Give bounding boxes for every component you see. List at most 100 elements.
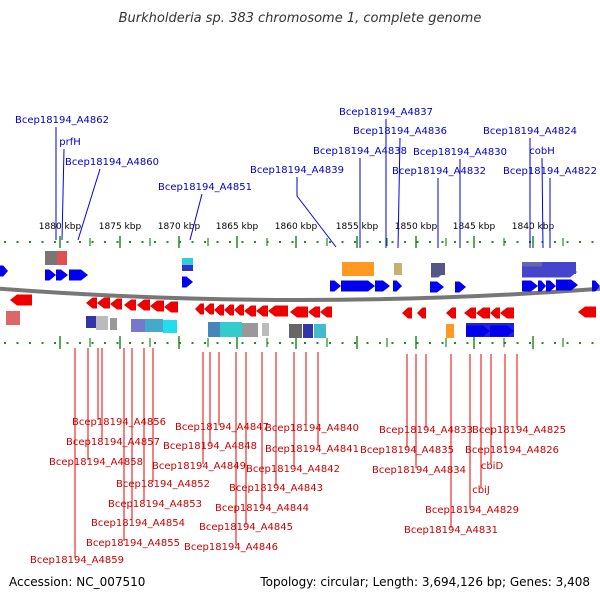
feature-block — [6, 311, 20, 325]
reverse-gene-arrow — [308, 306, 320, 318]
scale-dot — [4, 342, 6, 344]
scale-dot — [179, 241, 181, 243]
forward-gene-arrow — [45, 269, 56, 281]
feature-block — [145, 319, 163, 332]
scale-dot — [129, 241, 131, 243]
topology-text: Topology: circular; Length: 3,694,126 bp… — [259, 575, 590, 589]
feature-block — [96, 316, 108, 330]
scale-dot — [154, 241, 156, 243]
feature-block — [289, 324, 302, 338]
scale-dot — [204, 342, 206, 344]
scale-dot — [179, 342, 181, 344]
scale-dot — [79, 241, 81, 243]
scale-dot — [329, 241, 331, 243]
forward-gene-arrow — [522, 280, 538, 292]
scale-dot — [529, 342, 531, 344]
scale-dot — [341, 342, 344, 344]
gene-label: Bcep18194_A4832 — [392, 166, 486, 177]
accession-text: Accession: NC_007510 — [9, 575, 145, 589]
scale-dot — [291, 241, 294, 243]
gene-label: Bcep18194_A4835 — [360, 445, 454, 456]
tick-label: 1840 kbp — [512, 222, 555, 232]
gene-label: Bcep18194_A4834 — [372, 465, 466, 476]
scale-dot — [316, 342, 319, 344]
gene-label: Bcep18194_A4851 — [158, 182, 252, 193]
gene-label: cobH — [529, 146, 554, 157]
reverse-gene-arrow — [320, 306, 332, 318]
forward-gene-arrow — [556, 279, 578, 291]
scale-dot — [579, 241, 581, 243]
scale-dot — [166, 241, 169, 243]
tick-label: 1865 kbp — [216, 222, 259, 232]
gene-label: Bcep18194_A4849 — [152, 461, 246, 472]
label-leader — [77, 168, 101, 241]
label-leader — [541, 157, 544, 249]
forward-gene-arrow — [393, 280, 402, 292]
feature-block — [182, 265, 193, 271]
scale-dot — [416, 241, 419, 243]
scale-dot — [304, 241, 306, 243]
reverse-gene-arrow — [464, 307, 476, 319]
reverse-gene-arrow — [234, 304, 244, 316]
gene-label: Bcep18194_A4841 — [265, 444, 359, 455]
scale-dot — [379, 342, 381, 344]
gene-label: Bcep18194_A4840 — [265, 423, 359, 434]
scale-dot — [304, 342, 306, 344]
scale-dot — [129, 342, 131, 344]
forward-gene-arrow — [0, 265, 8, 277]
gene-labels: Bcep18194_A4862prfHBcep18194_A4860Bcep18… — [15, 107, 597, 566]
scale-dot — [504, 342, 506, 344]
gene-label: Bcep18194_A4829 — [425, 505, 519, 516]
scale-dot — [216, 342, 219, 344]
scale-dot — [391, 342, 394, 344]
reverse-gene-arrow — [290, 306, 308, 318]
reverse-gene-arrow — [150, 300, 164, 312]
scale-dot — [54, 342, 56, 344]
scale-dot — [391, 241, 394, 243]
label-leader — [189, 193, 203, 241]
scale-dot — [491, 342, 494, 344]
scale-dot — [66, 241, 69, 243]
scale-dot — [29, 342, 31, 344]
tick-label: 1860 kbp — [275, 222, 318, 232]
forward-gene-arrow — [592, 280, 600, 292]
scale-dot — [454, 342, 456, 344]
scale-dot — [566, 241, 569, 243]
reverse-gene-arrow — [417, 307, 426, 319]
gene-label: Bcep18194_A4847 — [175, 422, 269, 433]
reverse-gene-arrow — [490, 307, 500, 319]
feature-block — [131, 319, 145, 332]
scale-dot — [354, 342, 356, 344]
gene-label: Bcep18194_A4838 — [313, 146, 407, 157]
reverse-gene-arrow — [204, 303, 214, 315]
scale-dot — [466, 342, 469, 344]
gene-label: Bcep18194_A4839 — [250, 165, 344, 176]
feature-block — [242, 323, 258, 337]
feature-block — [262, 323, 269, 336]
feature-block — [110, 318, 117, 330]
gene-label: Bcep18194_A4855 — [86, 538, 180, 549]
gene-label: Bcep18194_A4825 — [472, 425, 566, 436]
forward-gene-arrow — [182, 276, 193, 288]
scale-dot — [404, 241, 406, 243]
scale-dot — [204, 241, 206, 243]
tick-label: 1880 kbp — [39, 222, 82, 232]
gene-label: Bcep18194_A4846 — [184, 542, 278, 553]
scale-dot — [429, 241, 431, 243]
forward-gene-arrow — [56, 269, 68, 281]
gene-label: Bcep18194_A4852 — [116, 479, 210, 490]
feature-block — [394, 263, 402, 275]
forward-gene-arrow — [455, 281, 466, 293]
scale-dot — [104, 342, 106, 344]
feature-block — [303, 324, 313, 338]
scale-dot — [254, 241, 256, 243]
scale-dot — [504, 241, 506, 243]
gene-label: cbiJ — [472, 485, 490, 496]
gene-label: Bcep18194_A4854 — [91, 518, 185, 529]
scale-dot — [54, 241, 56, 243]
scale-dot — [441, 342, 444, 344]
backbone-curve — [0, 286, 600, 302]
tick-label: 1850 kbp — [395, 222, 438, 232]
gene-label: Bcep18194_A4857 — [66, 437, 160, 448]
reverse-gene-arrow — [500, 307, 514, 319]
